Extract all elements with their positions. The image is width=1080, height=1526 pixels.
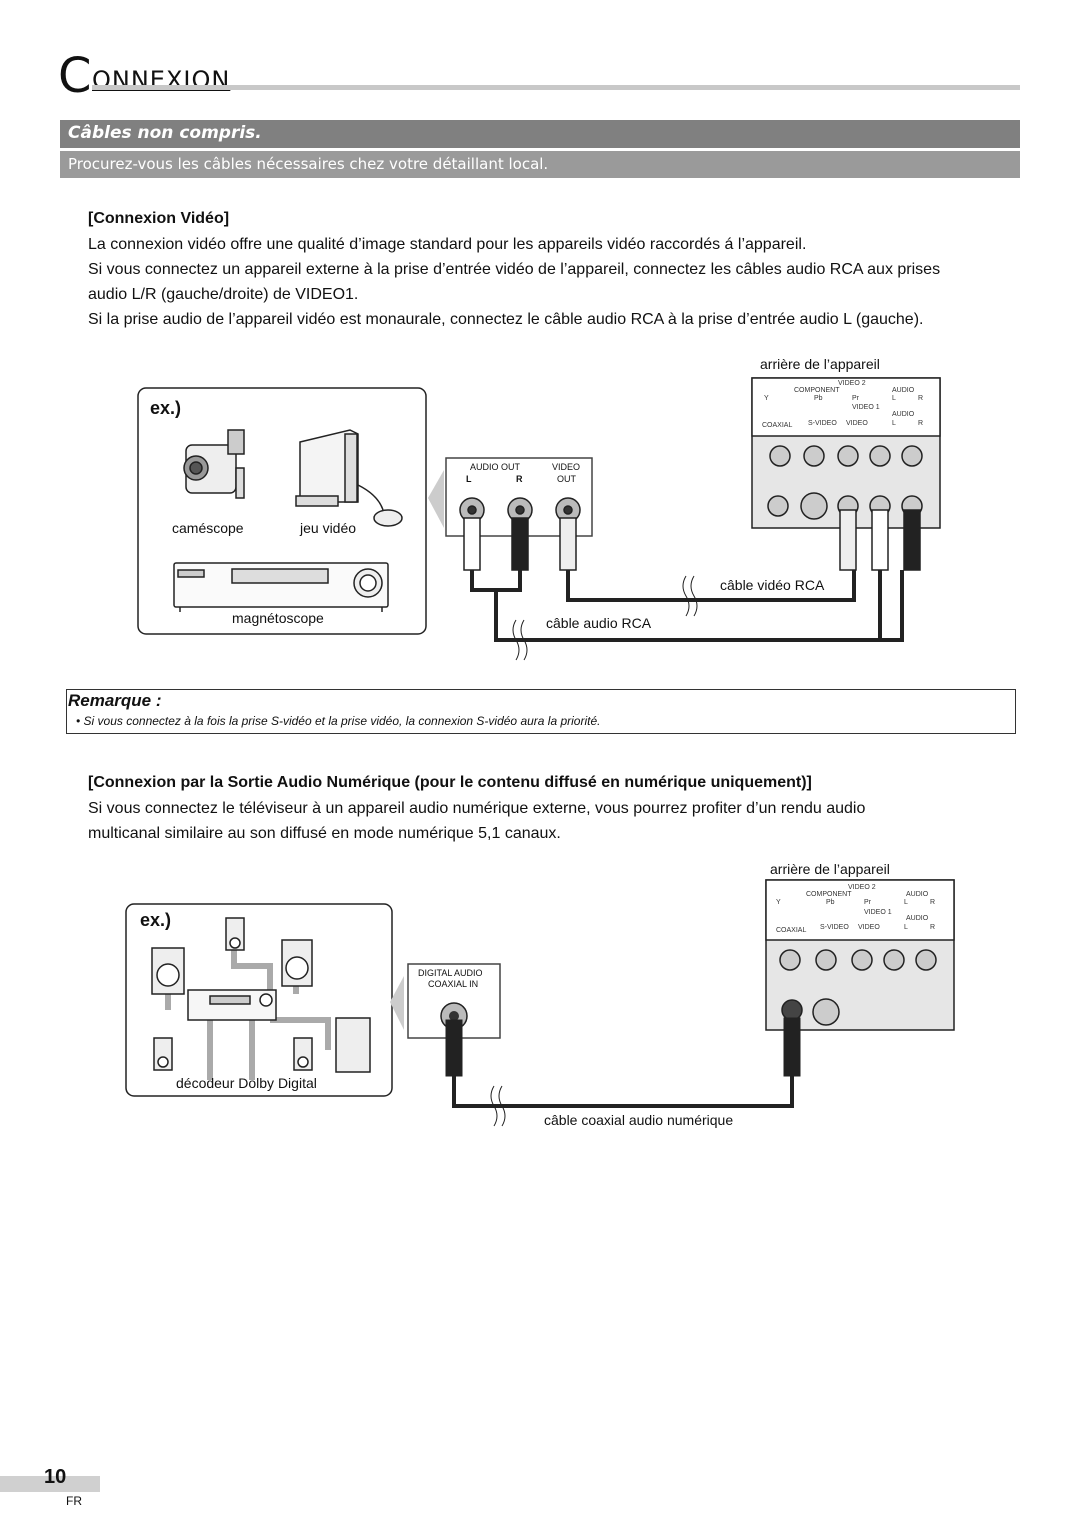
video-connection-diagram	[137, 377, 941, 661]
speaker-icons	[151, 917, 371, 1073]
panel-svideo: S-VIDEO	[808, 420, 837, 427]
panel-video2: VIDEO 2	[848, 884, 876, 891]
panel-svideo: S-VIDEO	[820, 924, 849, 931]
section1-line: Si la prise audio de l’appareil vidéo es…	[88, 311, 924, 328]
tv-rear-panel-labels	[751, 377, 941, 437]
panel-l2: L	[904, 924, 908, 931]
rca-plugs-tv	[839, 509, 921, 571]
vcr-label: magnétoscope	[232, 610, 324, 626]
cable-break-marks	[512, 575, 698, 661]
panel-component: COMPONENT	[806, 891, 852, 898]
pointer-arrow	[428, 470, 444, 528]
banner-subtitle: Procurez-vous les câbles nécessaires che…	[68, 155, 549, 173]
banner-subtitle-bar: Procurez-vous les câbles nécessaires che…	[60, 151, 1020, 178]
rear-label: arrière de l’appareil	[760, 356, 880, 372]
pointer-arrow-2	[390, 976, 404, 1030]
game-label: jeu vidéo	[300, 520, 357, 536]
section1-body: La connexion vidéo offre une qualité d’i…	[88, 232, 940, 332]
section2-heading: [Connexion par la Sortie Audio Numérique…	[88, 774, 812, 791]
panel-l2: L	[892, 420, 896, 427]
coax-plug-tv	[783, 1017, 801, 1077]
section1-line: Si vous connectez un appareil externe à …	[88, 261, 941, 278]
audio-out-label: AUDIO OUT	[470, 462, 521, 472]
coaxial-jack-center	[449, 1011, 459, 1021]
panel-video: VIDEO	[846, 420, 868, 427]
out-label: OUT	[557, 474, 576, 484]
ex-label: ex.)	[150, 398, 182, 418]
banner-title-bar: Câbles non compris.	[60, 120, 1020, 148]
coaxial-in-label: COAXIAL IN	[428, 979, 479, 989]
camcorder-label: caméscope	[172, 520, 244, 536]
coax-plug-source	[445, 1019, 463, 1077]
page-number: 10	[44, 1466, 67, 1488]
panel-coaxial: COAXIAL	[776, 927, 807, 934]
section2-line: multicanal similaire au son diffusé en m…	[88, 825, 561, 842]
tv-panel-text-2: VIDEO 2 COMPONENT AUDIO Y Pb Pr L R VIDE…	[772, 882, 952, 938]
panel-audio2: AUDIO	[892, 411, 915, 418]
section2-body: Si vous connectez le téléviseur à un app…	[88, 796, 865, 846]
panel-r2: R	[918, 420, 924, 427]
right-label: R	[516, 474, 523, 484]
banner-title: Câbles non compris.	[68, 123, 262, 143]
page-tab	[0, 1476, 100, 1492]
section1-line: audio L/R (gauche/droite) de VIDEO1.	[88, 286, 359, 303]
ex-label-2: ex.)	[140, 910, 172, 930]
video-label: VIDEO	[552, 462, 581, 472]
vcr-icon	[173, 562, 389, 612]
left-label: L	[466, 474, 472, 484]
panel-video: VIDEO	[858, 924, 880, 931]
panel-video1: VIDEO 1	[852, 404, 880, 411]
coax-cable-label: câble coaxial audio numérique	[544, 1112, 734, 1128]
video-cable-label: câble vidéo RCA	[720, 577, 825, 593]
panel-pr: Pr	[852, 395, 859, 402]
panel-pb: Pb	[826, 899, 835, 906]
receiver-icon	[187, 989, 277, 1021]
note-title: Remarque :	[68, 691, 162, 710]
camcorder-icon	[183, 429, 245, 499]
panel-y: Y	[764, 395, 769, 402]
panel-audio: AUDIO	[906, 891, 929, 898]
page-language: FR	[66, 1494, 82, 1508]
panel-r: R	[930, 899, 936, 906]
digital-audio-label: DIGITAL AUDIO	[418, 968, 483, 978]
panel-r: R	[918, 395, 924, 402]
tv-panel-text: VIDEO 2 COMPONENT AUDIO Y Pb Pr L R VIDE…	[758, 378, 938, 434]
coaxial-jack-panel	[407, 963, 501, 1039]
title-rule	[92, 85, 1020, 90]
cable-break-marks-2	[490, 1085, 506, 1127]
rear-label-2: arrière de l’appareil	[770, 861, 890, 877]
panel-video2: VIDEO 2	[838, 380, 866, 387]
panel-pr: Pr	[864, 899, 871, 906]
source-jacks	[459, 497, 581, 523]
panel-l: L	[904, 899, 908, 906]
coax-cable	[452, 1020, 794, 1108]
tv-rear-panel-labels-2	[765, 879, 955, 941]
panel-l: L	[892, 395, 896, 402]
note-text: • Si vous connectez à la fois la prise S…	[76, 714, 601, 728]
tv-jacks-2	[779, 949, 937, 1026]
digital-audio-diagram	[125, 879, 955, 1127]
panel-video1: VIDEO 1	[864, 909, 892, 916]
game-console-icon	[295, 429, 403, 527]
panel-r2: R	[930, 924, 936, 931]
section1-heading: [Connexion Vidéo]	[88, 210, 230, 227]
panel-pb: Pb	[814, 395, 823, 402]
panel-audio2: AUDIO	[906, 915, 929, 922]
panel-component: COMPONENT	[794, 387, 840, 394]
section1-line: La connexion vidéo offre une qualité d’i…	[88, 236, 807, 253]
panel-y: Y	[776, 899, 781, 906]
note-box	[66, 689, 1016, 734]
panel-audio: AUDIO	[892, 387, 915, 394]
panel-coaxial: COAXIAL	[762, 422, 793, 429]
audio-cable-label: câble audio RCA	[546, 615, 652, 631]
decoder-label: décodeur Dolby Digital	[176, 1075, 317, 1091]
page-title-initial: C	[58, 48, 92, 104]
cables	[470, 570, 904, 642]
section2-line: Si vous connectez le téléviseur à un app…	[88, 800, 866, 817]
rca-plugs-source	[463, 517, 577, 571]
